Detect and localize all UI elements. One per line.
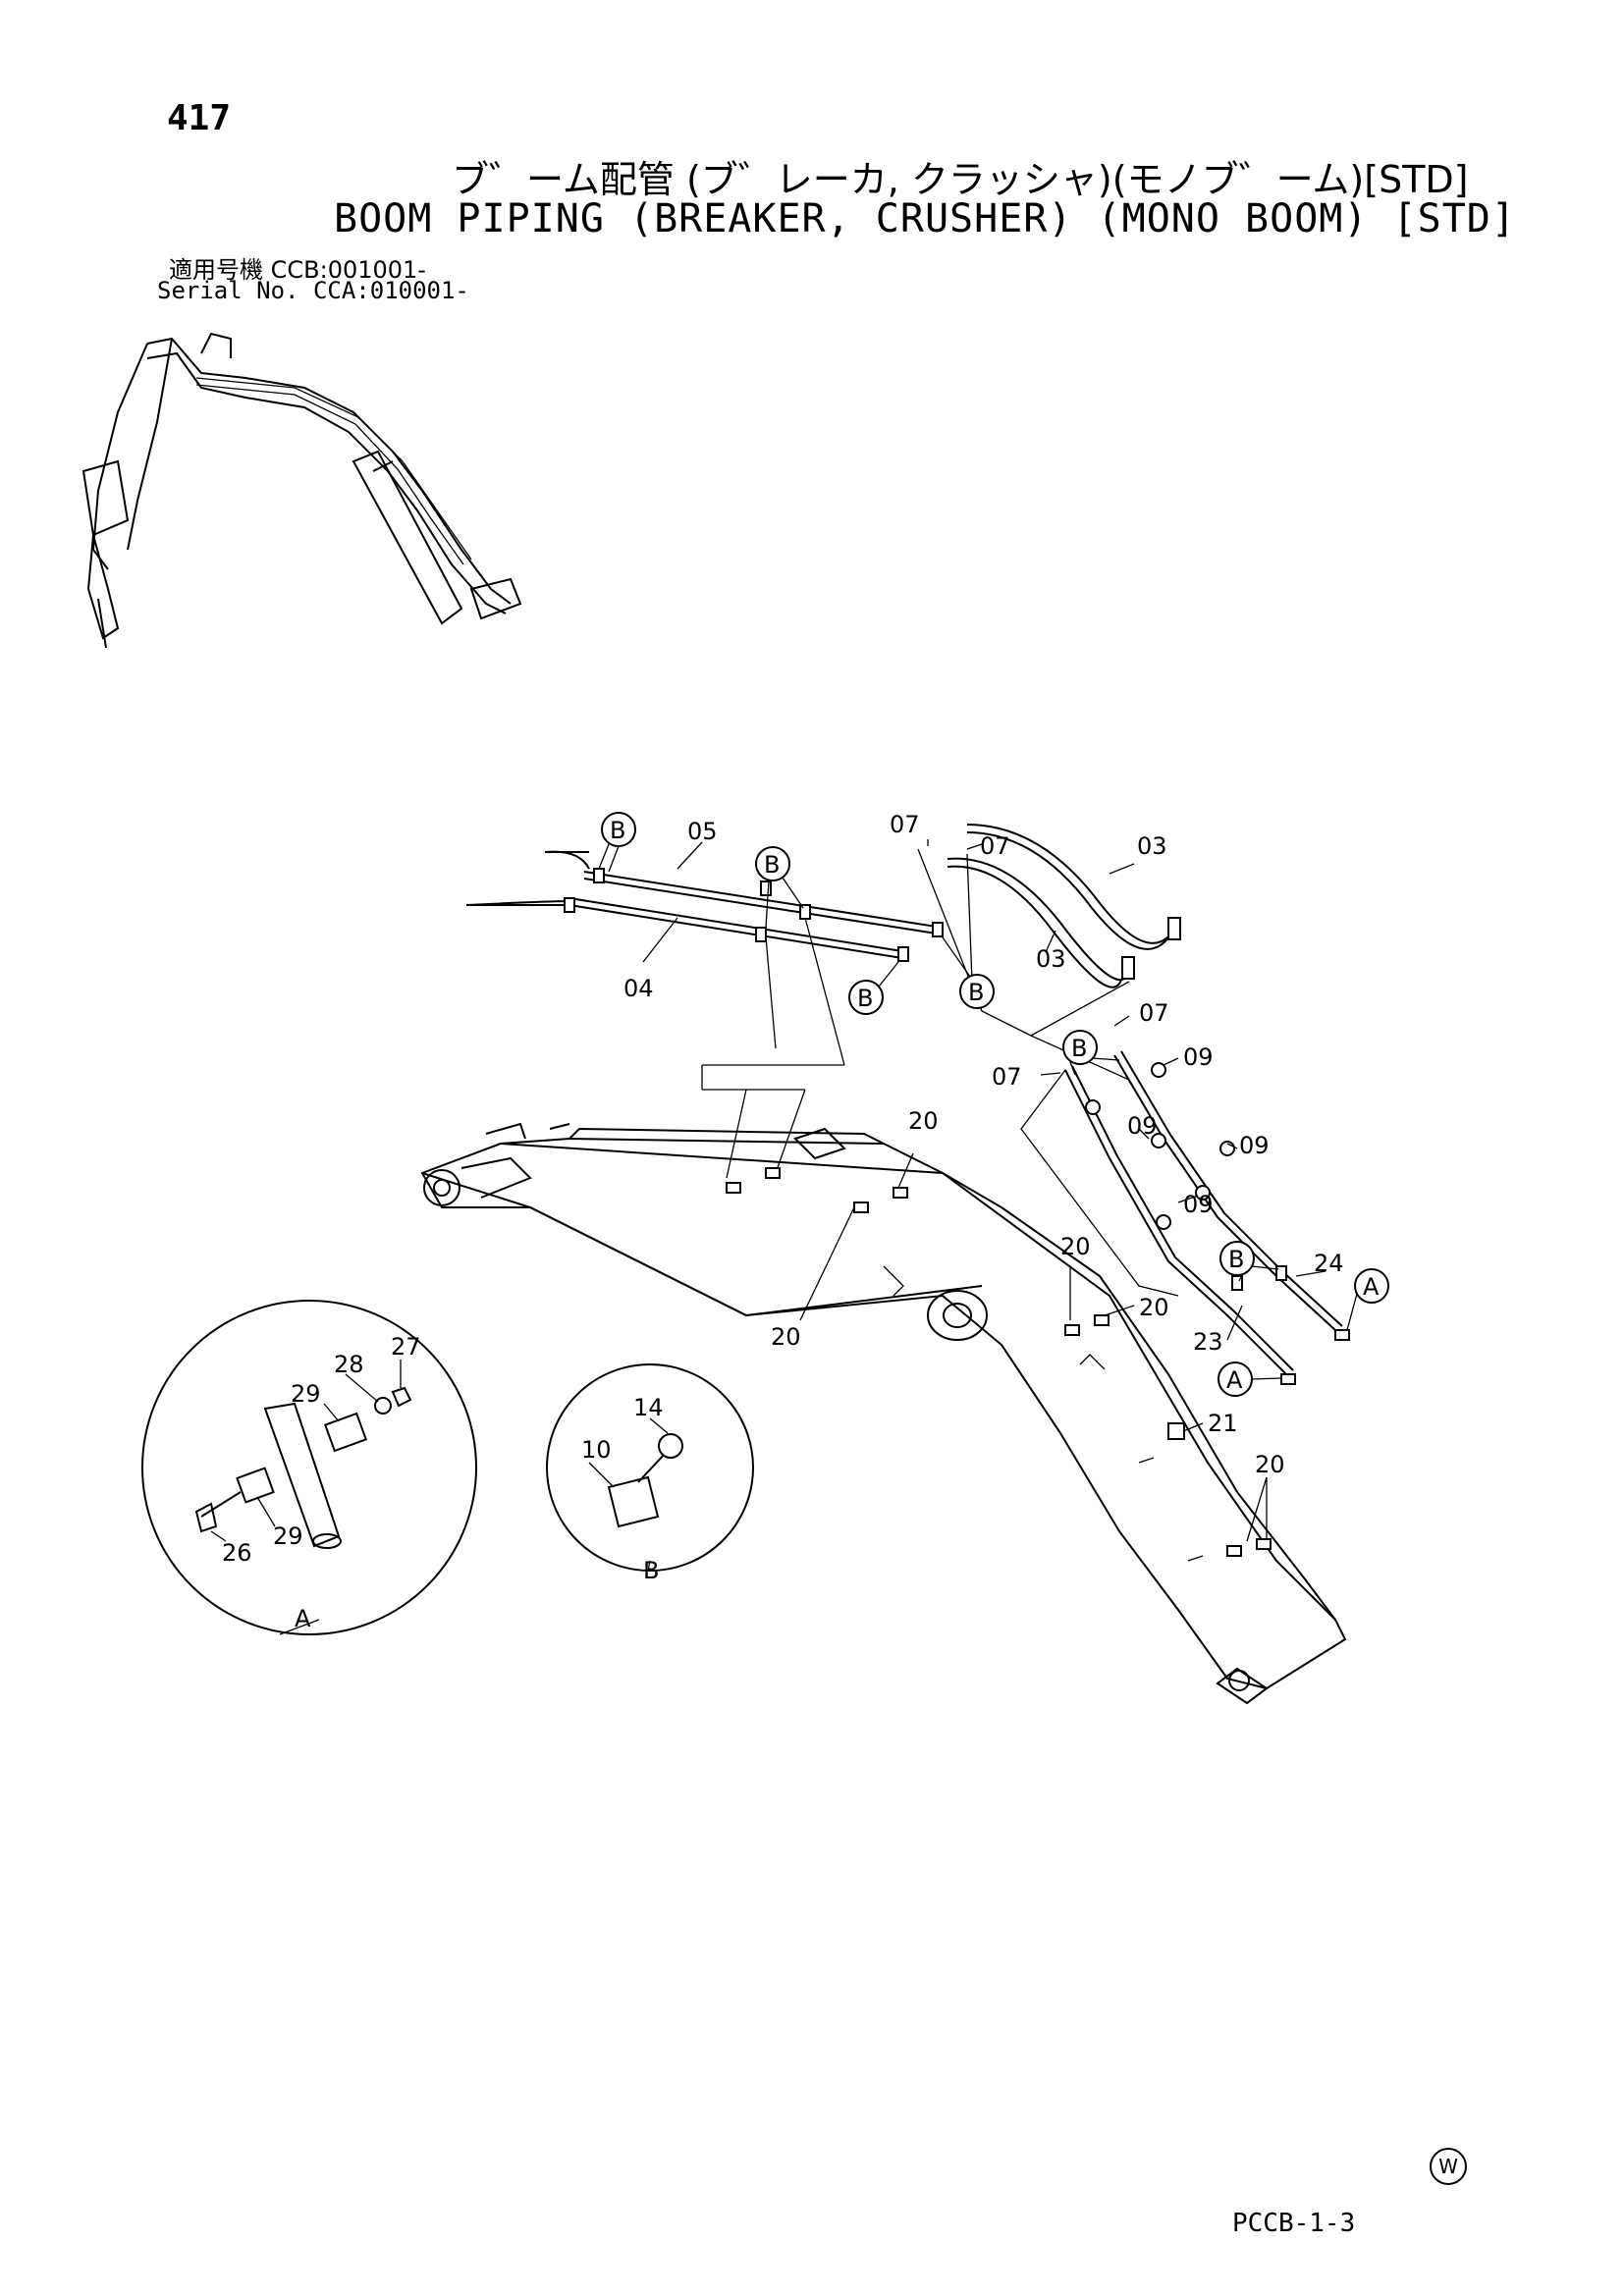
hose-assembly-03 — [917, 824, 1181, 1081]
part-label-09: 09 — [1183, 1043, 1214, 1071]
svg-text:B: B — [764, 851, 780, 879]
part-label-20: 20 — [1255, 1451, 1285, 1478]
callouts: B B B B B B A — [598, 812, 1389, 1397]
part-label-03: 03 — [1036, 945, 1066, 973]
svg-text:B: B — [968, 979, 984, 1006]
part-label-04: 04 — [623, 975, 654, 1002]
boom-structure — [420, 1122, 1347, 1705]
part-label-29: 29 — [273, 1522, 303, 1550]
svg-text:B: B — [857, 985, 873, 1012]
detail-b — [546, 1363, 754, 1572]
part-label-07: 07 — [980, 832, 1010, 860]
part-label-23: 23 — [1193, 1328, 1223, 1356]
leader-lines — [642, 839, 1326, 1542]
part-label-09: 09 — [1183, 1191, 1214, 1218]
callout-b: B — [1219, 1241, 1279, 1282]
svg-text:B: B — [610, 817, 625, 844]
applicability-japanese: 適用号機 CCB:001001- — [169, 256, 426, 284]
serial-number: Serial No. CCA:010001- — [157, 277, 469, 304]
page-title: BOOM PIPING (BREAKER, CRUSHER) (MONO BOO… — [334, 196, 1516, 241]
page-code: PCCB-1-3 — [1232, 2209, 1356, 2238]
part-label-07: 07 — [1139, 999, 1169, 1027]
detail-label-a: A — [295, 1605, 311, 1632]
svg-text:B: B — [1228, 1246, 1244, 1273]
pipe-assembly-04-05 — [465, 850, 944, 1179]
page-title-japanese: ブ゛ーム配管 (ブ゛レーカ, クラッシャ)(モノブ゛ーム)[STD] — [452, 158, 1469, 201]
part-label-09: 09 — [1239, 1132, 1270, 1159]
part-label-20: 20 — [1139, 1294, 1169, 1321]
svg-text:B: B — [1071, 1035, 1087, 1062]
detail-a — [141, 1300, 477, 1635]
svg-text:A: A — [1226, 1366, 1243, 1394]
corner-mark: W — [1430, 2148, 1467, 2185]
callout-b: B — [1062, 1030, 1120, 1076]
callout-b: B — [598, 812, 636, 873]
callout-b: B — [755, 846, 804, 929]
pipe-assembly-23-24 — [1020, 1050, 1350, 1385]
part-label-20: 20 — [771, 1323, 801, 1351]
part-label-07: 07 — [992, 1063, 1022, 1091]
part-label-05: 05 — [687, 818, 718, 845]
part-label-03: 03 — [1137, 832, 1167, 860]
part-label-14: 14 — [633, 1394, 664, 1421]
part-label-07: 07 — [890, 811, 920, 838]
part-label-27: 27 — [391, 1333, 421, 1361]
part-label-20: 20 — [1060, 1233, 1091, 1260]
part-label-24: 24 — [1314, 1250, 1344, 1277]
callout-a: A — [1218, 1362, 1282, 1397]
part-labels: 05 04 07 07 03 03 07 07 09 09 09 09 20 2… — [222, 811, 1344, 1632]
page-number: 417 — [167, 98, 232, 138]
overview-thumbnail — [81, 332, 522, 649]
part-label-21: 21 — [1208, 1410, 1238, 1437]
part-label-10: 10 — [581, 1436, 612, 1464]
part-label-28: 28 — [334, 1351, 364, 1378]
callout-a: A — [1346, 1268, 1389, 1331]
part-label-26: 26 — [222, 1539, 252, 1567]
part-label-29: 29 — [291, 1380, 321, 1408]
part-label-20: 20 — [908, 1107, 939, 1135]
svg-text:A: A — [1363, 1273, 1380, 1301]
detail-label-b: B — [643, 1557, 659, 1584]
callout-b: B — [942, 936, 995, 1009]
callout-b: B — [848, 961, 899, 1015]
part-label-09: 09 — [1127, 1112, 1158, 1140]
